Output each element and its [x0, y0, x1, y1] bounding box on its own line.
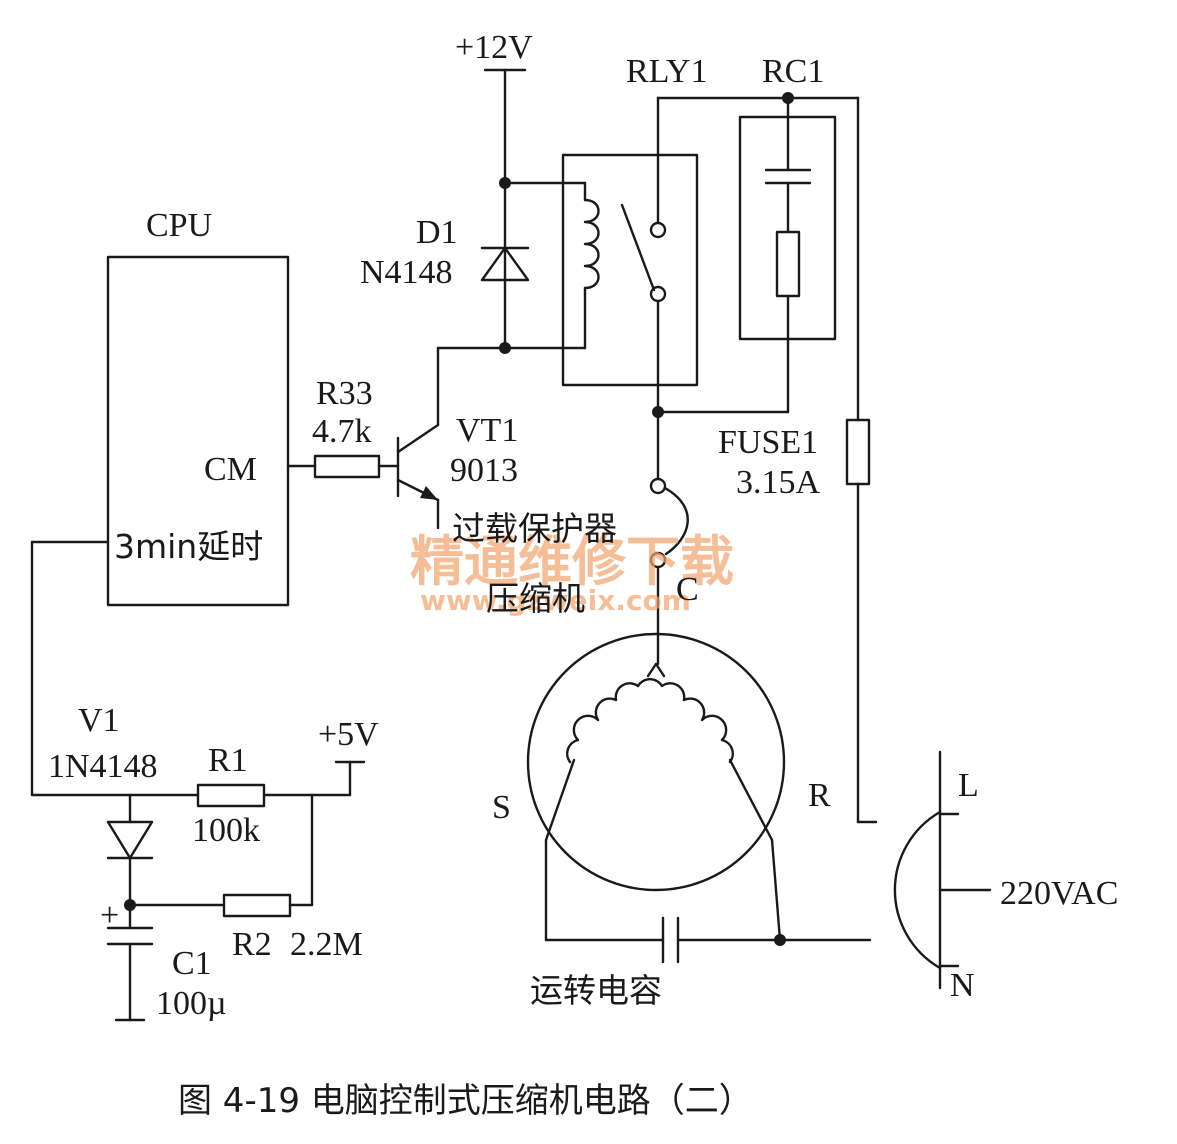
label-220vac: 220VAC	[1000, 875, 1118, 912]
label-5v: +5V	[318, 716, 379, 753]
live-line	[656, 96, 878, 824]
label-delay: 3min延时	[114, 527, 263, 566]
label-r33: R33	[316, 375, 373, 412]
junction-dots	[124, 92, 794, 946]
label-r1-value: 100k	[192, 812, 260, 849]
label-v1: V1	[78, 702, 120, 739]
label-c1-plus: +	[100, 897, 119, 934]
cpu-block	[106, 255, 290, 607]
label-overload: 过载保护器	[452, 509, 617, 548]
drive-stage	[286, 346, 507, 530]
label-d1: D1	[416, 214, 458, 251]
label-line-n: N	[950, 967, 975, 1004]
label-run-capacitor: 运转电容	[530, 971, 662, 1010]
overload-protector	[649, 410, 689, 666]
mains-plug	[893, 750, 992, 990]
label-terminal-r: R	[808, 777, 831, 814]
label-r2: R2	[232, 926, 272, 963]
label-r1: R1	[208, 742, 248, 779]
watermark-url: www.gzweix.com	[420, 584, 691, 617]
label-12v: +12V	[455, 29, 533, 66]
label-terminal-c: C	[676, 571, 699, 608]
label-c1-value: 100µ	[156, 985, 227, 1022]
fuse1	[845, 418, 871, 486]
label-compressor: 压缩机	[486, 579, 585, 618]
supply-12v	[483, 68, 527, 350]
label-cpu: CPU	[146, 207, 212, 244]
run-capacitor	[544, 916, 872, 964]
label-fuse1: FUSE1	[718, 424, 818, 461]
compressor-motor	[526, 632, 786, 942]
relay-rly1	[503, 96, 699, 414]
label-vt1-part: 9013	[450, 452, 518, 489]
watermark-title: 精通维修下载	[410, 530, 734, 593]
label-cm: CM	[204, 451, 257, 488]
label-line-l: L	[958, 767, 979, 804]
label-rc1: RC1	[762, 53, 824, 90]
label-c1: C1	[172, 945, 212, 982]
label-fuse-value: 3.15A	[736, 464, 821, 501]
label-r33-value: 4.7k	[312, 413, 372, 450]
labels: +12V RLY1 RC1 CPU D1 N4148 R33 4.7k VT1 …	[48, 29, 1118, 1022]
label-rly1: RLY1	[626, 53, 708, 90]
delay-circuit	[30, 540, 366, 1022]
label-v1-part: 1N4148	[48, 748, 158, 785]
label-r2-value: 2.2M	[290, 926, 363, 963]
label-d1-part: N4148	[360, 254, 453, 291]
label-vt1: VT1	[456, 412, 518, 449]
figure-caption: 图 4-19 电脑控制式压缩机电路（二）	[178, 1081, 753, 1121]
snubber-rc1	[656, 96, 837, 414]
diode-d1	[480, 246, 530, 282]
watermark: 精通维修下载 www.gzweix.com	[410, 530, 734, 617]
label-terminal-s: S	[492, 789, 511, 826]
